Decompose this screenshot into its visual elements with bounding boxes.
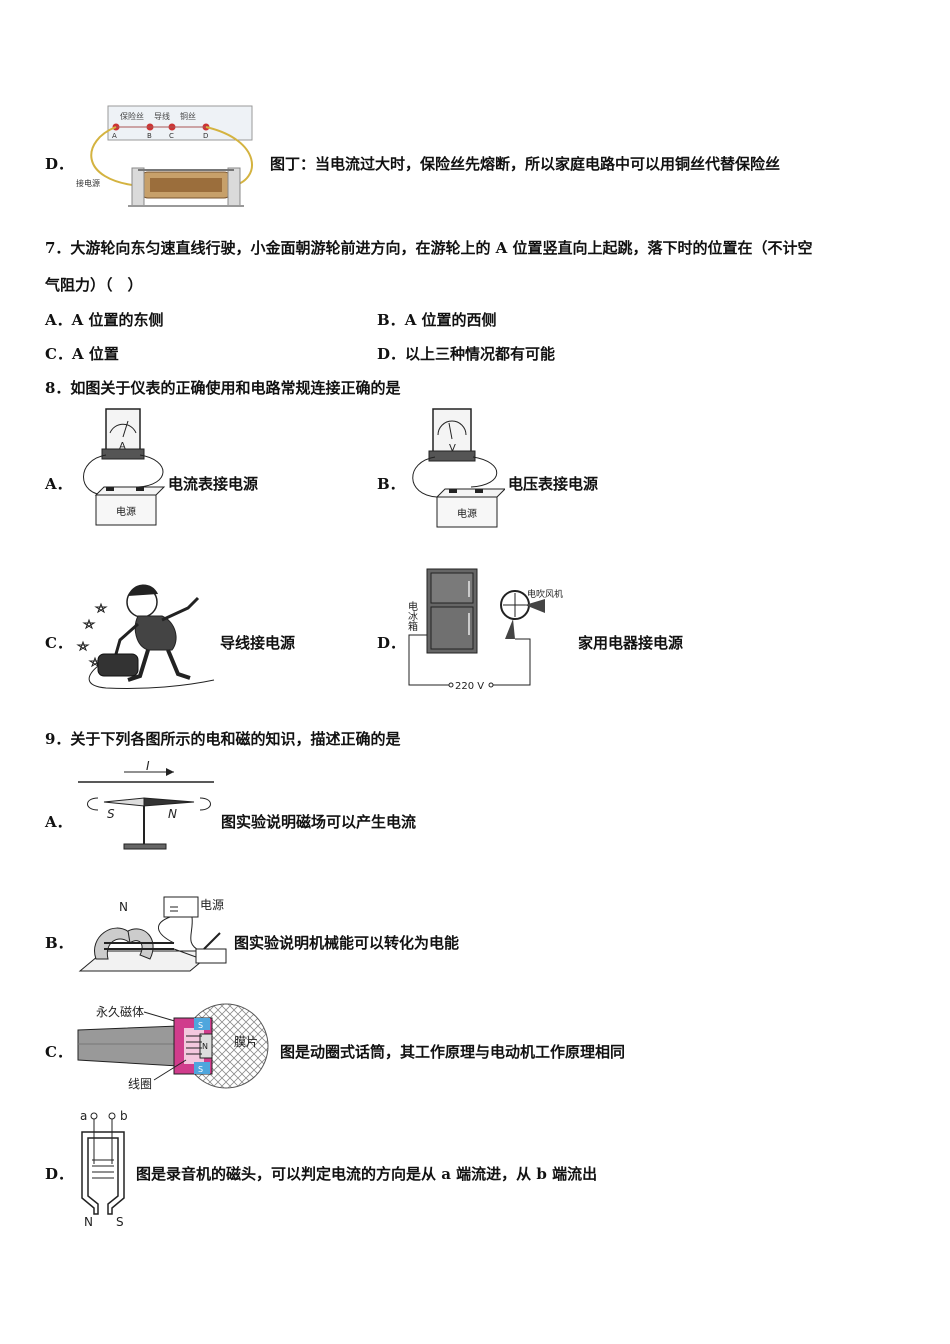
q8-ammeter-figure: A 电源 bbox=[83, 408, 166, 526]
q7-option-b-label: B． bbox=[377, 311, 405, 329]
q7-stem-line1: 7．大游轮向东匀速直线行驶，小金面朝游轮前进方向，在游轮上的 A 位置竖直向上起… bbox=[45, 239, 813, 257]
q8-stem: 8．如图关于仪表的正确使用和电路常规连接正确的是 bbox=[45, 379, 401, 397]
q6-option-d-text: 图丁：当电流过大时，保险丝先熔断，所以家庭电路中可以用铜丝代替保险丝 bbox=[270, 155, 781, 173]
svg-text:导线: 导线 bbox=[154, 111, 170, 121]
svg-text:电源: 电源 bbox=[200, 898, 224, 912]
svg-text:N: N bbox=[168, 807, 177, 821]
q7-option-a[interactable]: A．A 位置的东侧 bbox=[45, 309, 164, 330]
svg-text:电冰箱: 电冰箱 bbox=[406, 600, 418, 632]
svg-text:电源: 电源 bbox=[457, 507, 477, 520]
q9-option-b-label[interactable]: B． bbox=[45, 934, 73, 952]
svg-text:永久磁体: 永久磁体 bbox=[96, 1004, 144, 1019]
q9-option-c-label[interactable]: C． bbox=[45, 1043, 72, 1061]
q9-option-a-text: 图实验说明磁场可以产生电流 bbox=[221, 813, 417, 831]
q7-option-a-label: A． bbox=[45, 311, 72, 329]
q8-option-c-label[interactable]: C． bbox=[45, 634, 72, 652]
q7-option-d-label: D． bbox=[377, 345, 406, 363]
svg-text:铜丝: 铜丝 bbox=[180, 111, 196, 121]
svg-text:S: S bbox=[198, 1065, 203, 1074]
q7-option-c-label: C． bbox=[45, 345, 72, 363]
q7-option-b-text: A 位置的西侧 bbox=[404, 311, 497, 329]
q8-option-d-label[interactable]: D． bbox=[377, 634, 406, 652]
svg-text:电吹风机: 电吹风机 bbox=[527, 588, 563, 600]
q8-option-c-text: 导线接电源 bbox=[220, 634, 296, 652]
svg-text:C: C bbox=[169, 132, 174, 140]
q9-stem: 9．关于下列各图所示的电和磁的知识，描述正确的是 bbox=[45, 730, 401, 748]
q8-appliances-figure: 电冰箱 电吹风机 220 V bbox=[406, 568, 563, 692]
svg-text:b: b bbox=[120, 1109, 128, 1123]
svg-text:线圈: 线圈 bbox=[128, 1077, 152, 1091]
svg-text:电源: 电源 bbox=[116, 505, 136, 518]
q7-stem-line2: 气阻力）（ ） bbox=[45, 276, 143, 294]
q9-option-b-text: 图实验说明机械能可以转化为电能 bbox=[234, 934, 460, 952]
q7-option-a-text: A 位置的东侧 bbox=[71, 311, 164, 329]
svg-text:V: V bbox=[449, 443, 456, 454]
q6-fuse-circuit-figure: 保险丝 导线 铜丝 A B C D 接电源 bbox=[76, 105, 253, 207]
q9-option-c-text: 图是动圈式话筒，其工作原理与电动机工作原理相同 bbox=[280, 1043, 626, 1061]
svg-text:N: N bbox=[202, 1042, 208, 1051]
svg-text:S: S bbox=[116, 1215, 124, 1229]
q8-shocked-person-figure bbox=[76, 584, 215, 690]
svg-text:I: I bbox=[146, 759, 150, 773]
svg-text:A: A bbox=[119, 441, 126, 452]
q7-option-d-text: 以上三种情况都有可能 bbox=[405, 345, 556, 363]
svg-text:N: N bbox=[119, 900, 128, 914]
q9-option-d-label[interactable]: D． bbox=[45, 1165, 74, 1183]
q7-option-c[interactable]: C．A 位置 bbox=[45, 343, 119, 364]
q9-option-a-label[interactable]: A． bbox=[45, 813, 72, 831]
q8-option-b-label[interactable]: B． bbox=[377, 475, 405, 493]
q9-oersted-figure: I S N bbox=[78, 759, 214, 850]
q7-option-b[interactable]: B．A 位置的西侧 bbox=[377, 309, 497, 330]
svg-text:接电源: 接电源 bbox=[76, 178, 100, 188]
svg-text:S: S bbox=[198, 1021, 203, 1030]
q8-option-a-text: 电流表接电源 bbox=[168, 475, 259, 493]
q7-option-c-text: A 位置 bbox=[71, 345, 119, 363]
q9-tape-head-figure: a b N S bbox=[80, 1109, 128, 1229]
svg-text:S: S bbox=[107, 807, 115, 821]
svg-text:保险丝: 保险丝 bbox=[120, 111, 144, 121]
q8-option-a-label[interactable]: A． bbox=[45, 475, 72, 493]
q8-option-d-text: 家用电器接电源 bbox=[578, 634, 684, 652]
q9-microphone-figure: 永久磁体 S S N 膜片 线圈 bbox=[77, 1003, 269, 1091]
svg-text:N: N bbox=[84, 1215, 93, 1229]
q7-option-d[interactable]: D．以上三种情况都有可能 bbox=[377, 343, 555, 364]
q8-option-b-text: 电压表接电源 bbox=[508, 475, 599, 493]
svg-text:a: a bbox=[80, 1109, 87, 1123]
svg-text:D: D bbox=[203, 132, 208, 140]
svg-text:220 V: 220 V bbox=[455, 681, 484, 692]
svg-text:膜片: 膜片 bbox=[234, 1035, 258, 1049]
svg-text:B: B bbox=[147, 132, 152, 140]
svg-text:A: A bbox=[112, 132, 117, 140]
q6-option-d-label: D． bbox=[45, 155, 74, 173]
q8-voltmeter-figure: V 电源 bbox=[412, 408, 505, 528]
q9-motor-experiment-figure: N 电源 bbox=[78, 896, 227, 972]
q9-option-d-text: 图是录音机的磁头，可以判定电流的方向是从 a 端流进，从 b 端流出 bbox=[136, 1165, 598, 1183]
